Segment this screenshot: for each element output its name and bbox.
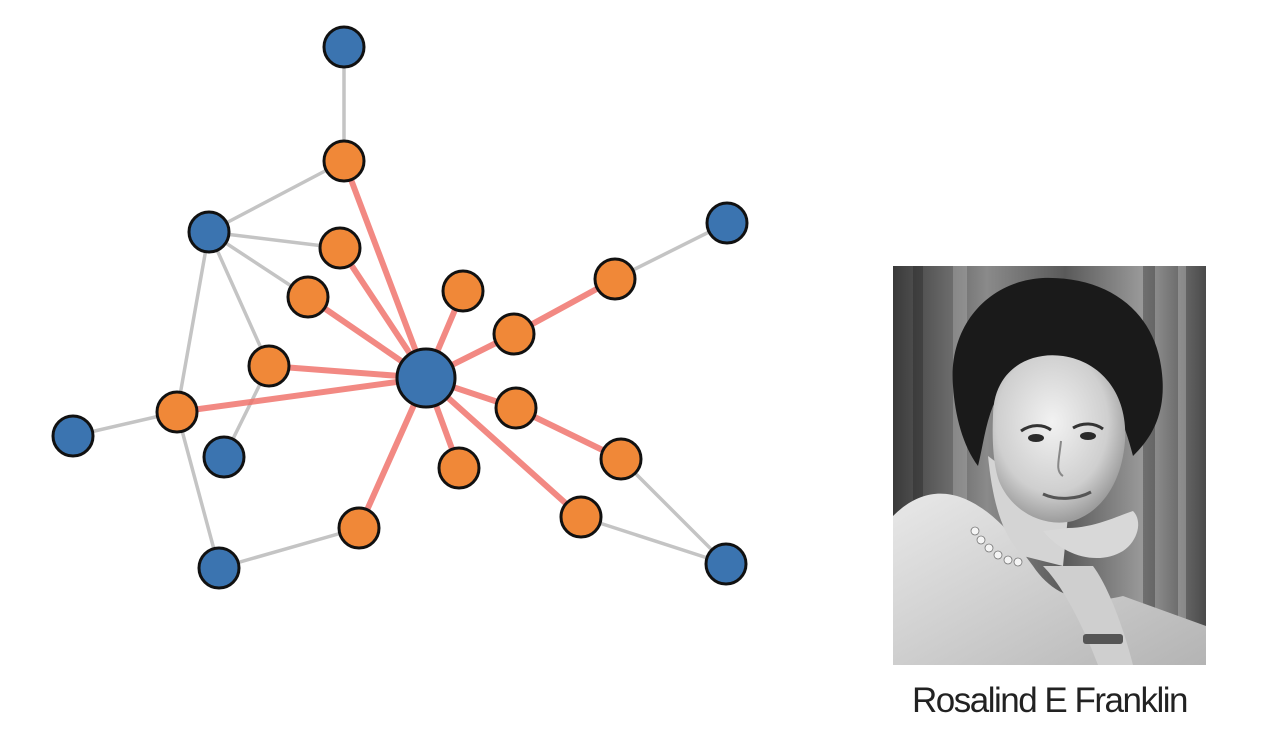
node-b-inner-left (202, 435, 246, 479)
node-o-top (322, 139, 366, 183)
edge-o-top-b-upper-left (207, 159, 346, 234)
node-o-9 (441, 269, 485, 313)
nodes-layer (51, 25, 749, 590)
edge-hub-o-top (341, 158, 429, 381)
node-o-6 (593, 257, 637, 301)
edge-o-7-b-bottom-right (619, 457, 728, 566)
node-o-12 (437, 446, 481, 490)
edge-hub-o-4 (174, 375, 429, 415)
portrait-photo (893, 266, 1206, 665)
edge-b-upper-left-o-4 (175, 230, 211, 414)
node-o-2 (286, 275, 330, 319)
node-o-5 (337, 506, 381, 550)
network-graph (51, 25, 749, 590)
edge-b-upper-left-o-3 (207, 230, 271, 368)
node-b-bottom-right (704, 542, 748, 586)
portrait-caption: Rosalind E Franklin (912, 681, 1188, 720)
node-o-11 (494, 386, 538, 430)
node-b-far-left (51, 414, 95, 458)
edge-o-8-b-bottom-right (579, 515, 728, 566)
node-o-4 (155, 390, 199, 434)
node-b-upper-left (187, 210, 231, 254)
node-o-8 (559, 495, 603, 539)
edge-b-bottom-left-o-5 (217, 526, 361, 570)
node-o-1 (318, 226, 362, 270)
node-b-upper-right (705, 201, 749, 245)
node-o-10 (492, 312, 536, 356)
node-o-3 (247, 344, 291, 388)
node-b-bottom-left (197, 546, 241, 590)
node-b-top (322, 25, 366, 69)
edges-layer (71, 45, 729, 570)
edge-hub-o-8 (423, 375, 584, 520)
portrait-image (893, 266, 1206, 665)
node-o-7 (599, 437, 643, 481)
edge-b-upper-left-o-1 (207, 230, 342, 250)
edge-o-4-b-bottom-left (175, 410, 221, 570)
node-hub (395, 347, 457, 409)
